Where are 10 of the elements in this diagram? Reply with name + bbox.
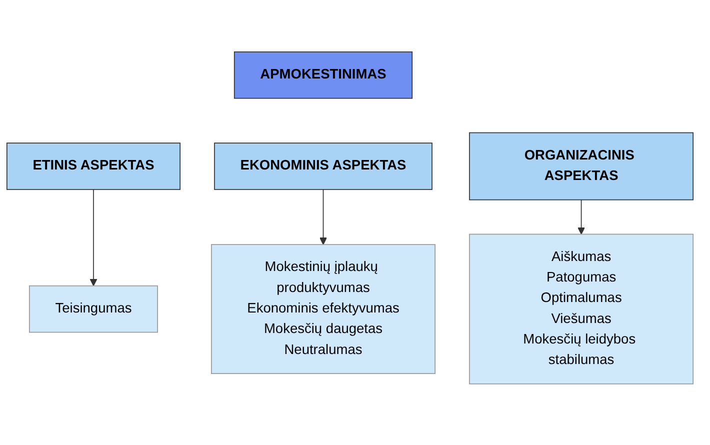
arrow <box>319 188 328 244</box>
node-box: Aiškumas Patogumas Optimalumas Viešumas Mokesčių leidybos stabilumas <box>469 233 694 384</box>
arrow <box>578 199 586 234</box>
node-box: EKONOMINIS ASPEKTAS <box>214 142 432 190</box>
node-box: ORGANIZACINIS ASPEKTAS <box>469 132 694 200</box>
node-box: Teisingumas <box>29 285 158 332</box>
node-box: APMOKESTINIMAS <box>234 51 413 98</box>
node-box: ETINIS ASPEKTAS <box>6 142 181 190</box>
arrow <box>90 188 98 286</box>
node-box: Mokestinių įplaukų produktyvumas Ekonominis efektyvumas Mokesčių daugetas Neutralumas <box>211 244 436 374</box>
